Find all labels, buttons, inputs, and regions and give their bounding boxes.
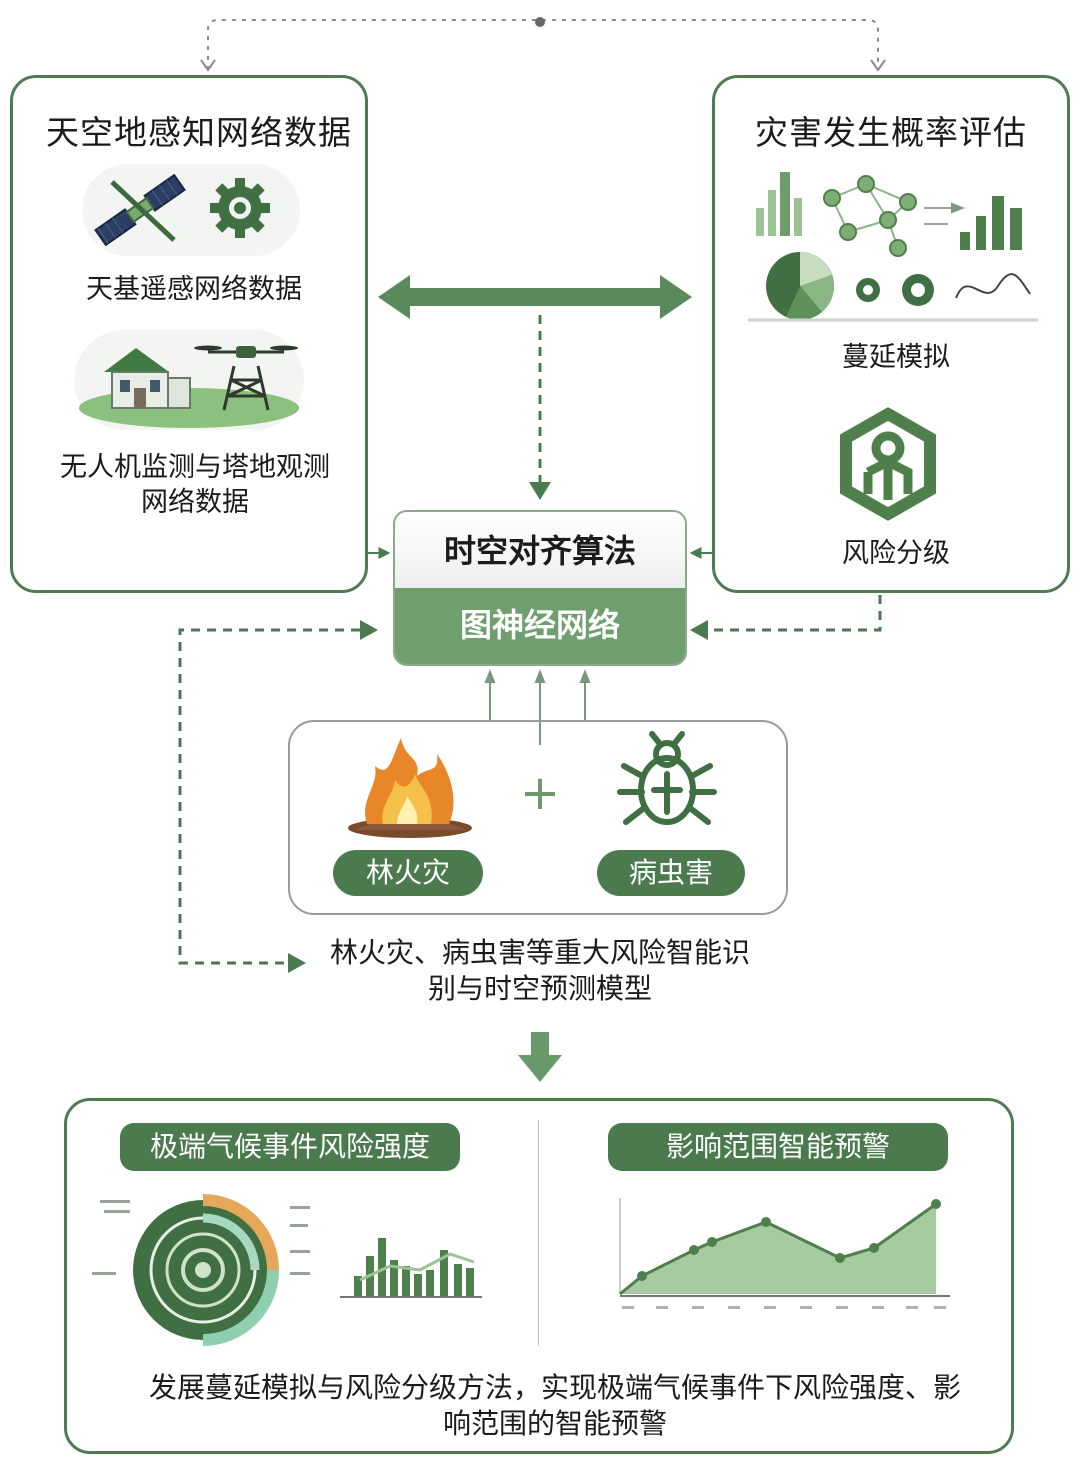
left-dashed-connector [178,628,360,965]
bar-chart-small-icon [354,1238,474,1296]
right-dashed-connector [705,595,882,632]
bottom-panel-divider [538,1120,539,1345]
impact-warning-title: 影响范围智能预警 [608,1123,948,1171]
spread-simulation-image [748,168,1038,326]
fire-icon [345,730,475,840]
risk-grading-icon [838,407,938,521]
model-caption: 林火灾、病虫害等重大风险智能识别与时空预测模型 [329,936,750,1005]
spatiotemporal-alignment-label: 时空对齐算法 [395,512,685,588]
observation-tower-icon [222,365,270,411]
impact-area-chart [610,1190,955,1320]
drone-icon [194,345,298,358]
risk-intensity-illustration [90,1190,510,1346]
pest-pill: 病虫害 [597,850,745,896]
satellite-image [82,164,300,256]
graph-neural-network-label: 图神经网络 [395,588,685,664]
hazard-box [288,720,788,915]
plus-sign: + [519,765,561,821]
center-algorithm-box: 时空对齐算法 图神经网络 [393,510,687,666]
remote-sensing-label: 天基遥感网络数据 [86,274,302,305]
bar-chart-right-icon [960,196,1022,250]
forest-fire-pill: 林火灾 [333,850,483,896]
top-dotted-connector [200,17,886,72]
gear-icon [210,178,270,238]
sensing-panel-title: 天空地感知网络数据 [46,113,352,152]
bar-chart-icon [756,172,802,236]
pie-chart-icon [766,252,834,321]
spread-simulation-label: 蔓延模拟 [842,342,950,373]
risk-grading-label: 风险分级 [842,538,950,569]
radial-chart-icon [133,1194,279,1346]
bottom-caption: 发展蔓延模拟与风险分级方法，实现极端气候事件下风险强度、影响范围的智能预警 [148,1371,961,1440]
pest-beetle-icon [612,731,722,832]
drone-tower-label: 无人机监测与塔地观测网络数据 [60,452,330,518]
station-house-icon [104,348,191,409]
probability-panel-title: 灾害发生概率评估 [755,113,1027,152]
drone-tower-image [74,330,304,430]
double-arrow [378,275,692,319]
down-arrow [518,1032,562,1082]
risk-intensity-title: 极端气候事件风险强度 [120,1123,460,1171]
